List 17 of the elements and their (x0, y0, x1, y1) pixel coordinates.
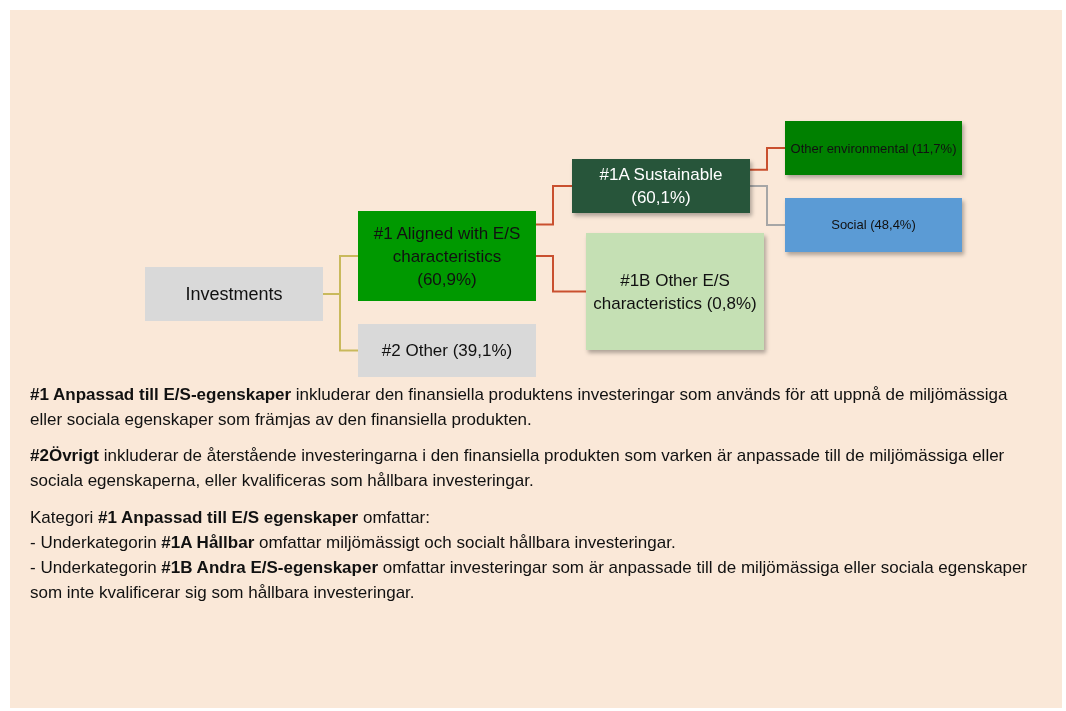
connector-line (322, 293, 359, 352)
connector-line (749, 185, 786, 226)
description-text: Kategori #1 Anpassad till E/S egenskaper omfattar: (30, 507, 431, 529)
description-text: - Underkategorin #1A Hållbar omfattar miljömässigt och socialt hållbara investeringar. (30, 532, 677, 554)
category-box: Investments (145, 267, 323, 321)
category-box: Other environmental (11,7%) (785, 121, 962, 175)
category-box: #1A Sustainable (60,1%) (572, 159, 750, 213)
connector-line (749, 147, 786, 171)
connector-line (535, 185, 573, 226)
description-text: - Underkategorin #1B Andra E/S-egenskaper omfattar investeringar som är anpassade till de miljömässiga eller sociala egenskaper som inte kvalificerar sig som hållbara investeringar. (30, 557, 1029, 604)
connector-line (535, 255, 587, 293)
description-text: #1 Anpassad till E/S-egenskaper inkluderar den finansiella produktens investeringar som används för att uppnå de miljömässiga eller sociala egenskaper som främjas av den finansiella produkten. (30, 384, 1009, 431)
category-box: Social (48,4%) (785, 198, 962, 252)
description-text: #2Övrigt inkluderar de återstående investeringarna i den finansiella produkten som varken är anpassade till de miljömässiga eller sociala egenskaperna, eller kvalificeras som hållbara investeringar. (30, 445, 1006, 492)
category-box: #1 Aligned with E/S characteristics (60,9%) (358, 211, 536, 301)
category-box: #2 Other (39,1%) (358, 324, 536, 377)
category-box: #1B Other E/S characteristics (0,8%) (586, 233, 764, 350)
